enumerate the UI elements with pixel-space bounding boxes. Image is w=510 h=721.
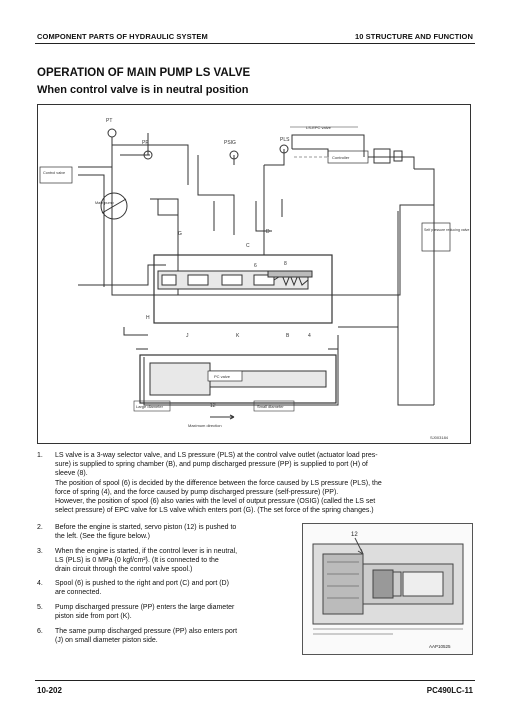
port-j-label: J	[186, 333, 189, 339]
hydraulic-diagram: Control valve Main pump PT PP PSIG PLS L…	[37, 104, 471, 444]
main-pump-symbol	[100, 192, 128, 220]
step-line: the left. (See the figure below.)	[55, 533, 150, 541]
port-b-label: B	[286, 333, 290, 339]
psig-label: PSIG	[224, 140, 236, 146]
pt-label: PT	[106, 118, 112, 124]
step-line: LS valve is a 3-way selector valve, and …	[55, 452, 378, 459]
pc-valve-box	[207, 370, 243, 382]
pp-label: PP	[142, 140, 149, 146]
step-line: sleeve (8).	[55, 470, 88, 478]
step-line: LS (PLS) is 0 MPa {0 kgf/cm²}. (It is co…	[55, 557, 219, 565]
step-number: 2.	[37, 524, 43, 531]
sleeve-8-label: 8	[284, 261, 287, 267]
self-pressure-reducing-valve-label: Self pressure reducing valve	[424, 228, 469, 232]
step-line: However, the position of spool (6) also …	[55, 498, 376, 506]
port-k-label: K	[236, 333, 240, 339]
large-diameter-label: Large diameter	[136, 404, 164, 409]
photo-code: AAP10525	[429, 644, 451, 649]
step-line: select pressure) of EPC valve for LS val…	[55, 507, 374, 515]
small-diameter-label: Small diameter	[257, 404, 284, 409]
port-d-label: D	[266, 229, 270, 235]
control-valve-symbol	[39, 166, 73, 184]
step-line: When the engine is started, if the contr…	[55, 548, 238, 555]
controller-box	[327, 150, 369, 164]
self-pressure-reducing-valve-box	[421, 222, 451, 252]
step-line: drain circuit through the control valve …	[55, 566, 193, 574]
ls-valve-body	[153, 254, 333, 324]
step-number: 6.	[37, 628, 43, 635]
servo-piston-body	[139, 354, 337, 404]
control-valve-label: Control valve	[43, 171, 65, 175]
step-line: Before the engine is started, servo pist…	[55, 524, 237, 531]
pls-label: PLS	[280, 137, 290, 143]
ls-epc-valve-label: LS-EPC valve	[306, 125, 332, 130]
step-number: 4.	[37, 580, 43, 587]
page-title: OPERATION OF MAIN PUMP LS VALVE	[37, 67, 251, 79]
page-header-right: 10 STRUCTURE AND FUNCTION	[354, 32, 473, 41]
spring-4-label: 4	[308, 333, 311, 339]
footer-divider	[35, 680, 475, 681]
maximum-direction-label: Maximum direction	[188, 423, 222, 428]
page-header-left: COMPONENT PARTS OF HYDRAULIC SYSTEM	[37, 32, 208, 41]
pc-valve-label: PC valve	[214, 374, 231, 379]
step-line: Pump discharged pressure (PP) enters the…	[55, 604, 235, 611]
main-pump-label: Main pump	[95, 201, 114, 205]
step-number: 5.	[37, 604, 43, 611]
step-line: The same pump discharged pressure (PP) a…	[55, 628, 238, 635]
photo-12-label: 12	[351, 532, 358, 538]
spool-6-label: 6	[254, 263, 257, 269]
step-line: piston side from port (K).	[55, 613, 132, 621]
page-number: 10-202	[37, 686, 62, 695]
port-g-label: G	[178, 231, 182, 237]
port-c-label: C	[246, 243, 250, 249]
port-h-label: H	[146, 315, 150, 321]
header-divider	[35, 43, 475, 44]
step-line: are connected.	[55, 589, 102, 597]
servo-piston-photo: 12 AAP10525	[302, 523, 473, 655]
model-number: PC490LC-11	[426, 686, 473, 695]
step-line: Spool (6) is pushed to the right and por…	[55, 580, 229, 587]
step-1: 1. LS valve is a 3-way selector valve, a…	[37, 451, 473, 517]
step-line: The position of spool (6) is decided by …	[55, 479, 382, 487]
controller-label: Controller	[332, 155, 350, 160]
figure-code: SJ003184	[430, 435, 449, 440]
step-number: 1.	[37, 452, 43, 459]
step-line: (J) on small diameter piston side.	[55, 637, 158, 645]
step-line: sure) is supplied to spring chamber (B),…	[55, 461, 368, 469]
servo-piston-12-label: 12	[210, 403, 216, 409]
step-line: force of spring (4), and the force cause…	[55, 488, 339, 496]
page-subtitle: When control valve is in neutral positio…	[37, 84, 249, 96]
step-number: 3.	[37, 548, 43, 555]
